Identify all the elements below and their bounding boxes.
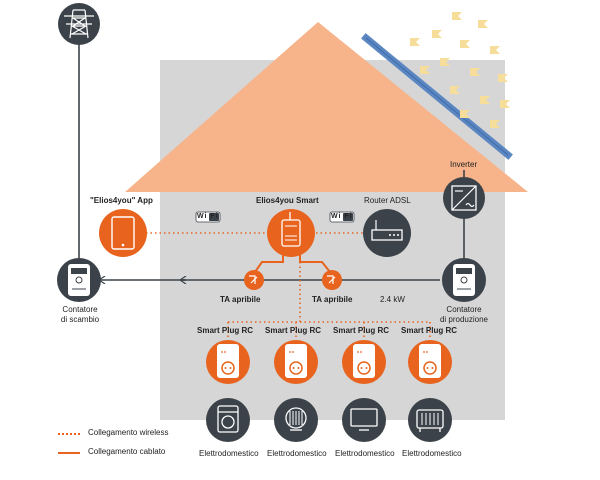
house-roof (125, 22, 528, 192)
plug-label: Smart Plug RC (265, 326, 322, 335)
smart-plug-icon (342, 340, 386, 384)
router-icon (363, 209, 411, 257)
tablet-app-icon (99, 209, 147, 257)
router-label: Router ADSL (364, 196, 411, 205)
appliance-label: Elettrodomestico (199, 449, 259, 458)
smart-plug-icon (206, 340, 250, 384)
ta-right-label: TA apribile (312, 295, 353, 304)
power-value: 2.4 kW (380, 295, 405, 304)
legend-wireless-label: Collegamento wireless (88, 428, 169, 437)
plug-label: Smart Plug RC (401, 326, 458, 335)
plug-row (206, 340, 452, 442)
sun-rays (410, 12, 510, 128)
wired-ta-lines (254, 252, 331, 273)
inverter-icon (443, 177, 485, 219)
radiator-icon (408, 398, 452, 442)
legend-wired-swatch (58, 452, 80, 454)
plug-label: Smart Plug RC (333, 326, 390, 335)
meter-production-icon (442, 258, 486, 302)
legend-wired-label: Collegamento cablato (88, 447, 166, 456)
heater-icon (274, 398, 318, 442)
legend-wireless-swatch (58, 433, 80, 435)
elios4you-device-icon (267, 209, 315, 257)
power-pylon-icon (58, 3, 100, 45)
wifi-badge-text-right: Wi Fi (331, 213, 353, 220)
inverter-label: Inverter (450, 160, 478, 169)
elios-label: Elios4you Smart (256, 196, 319, 205)
smart-plug-icon (408, 340, 452, 384)
appliance-label: Elettrodomestico (267, 449, 327, 458)
appliance-label: Elettrodomestico (335, 449, 395, 458)
meter-production-label: Contatore di produzione (439, 305, 489, 324)
ta-left-label: TA apribile (220, 295, 261, 304)
wireless-lines (146, 232, 431, 338)
meter-exchange-icon (57, 258, 101, 302)
tv-icon (342, 398, 386, 442)
wifi-badge-right (329, 211, 355, 223)
plug-label: Smart Plug RC (197, 326, 254, 335)
smart-plug-icon (274, 340, 318, 384)
app-label: "Elios4you" App (90, 196, 153, 205)
ta-clamp-right-icon (322, 270, 342, 290)
meter-exchange-label: Contatore di scambio (60, 305, 100, 324)
wired-grid-lines (78, 40, 465, 280)
washing-machine-icon (206, 398, 250, 442)
wifi-badge-text-left: Wi Fi (197, 213, 219, 220)
appliance-label: Elettrodomestico (402, 449, 462, 458)
ta-clamp-left-icon (244, 270, 264, 290)
wifi-badge-left (195, 211, 221, 223)
solar-panel-edge (365, 37, 509, 156)
